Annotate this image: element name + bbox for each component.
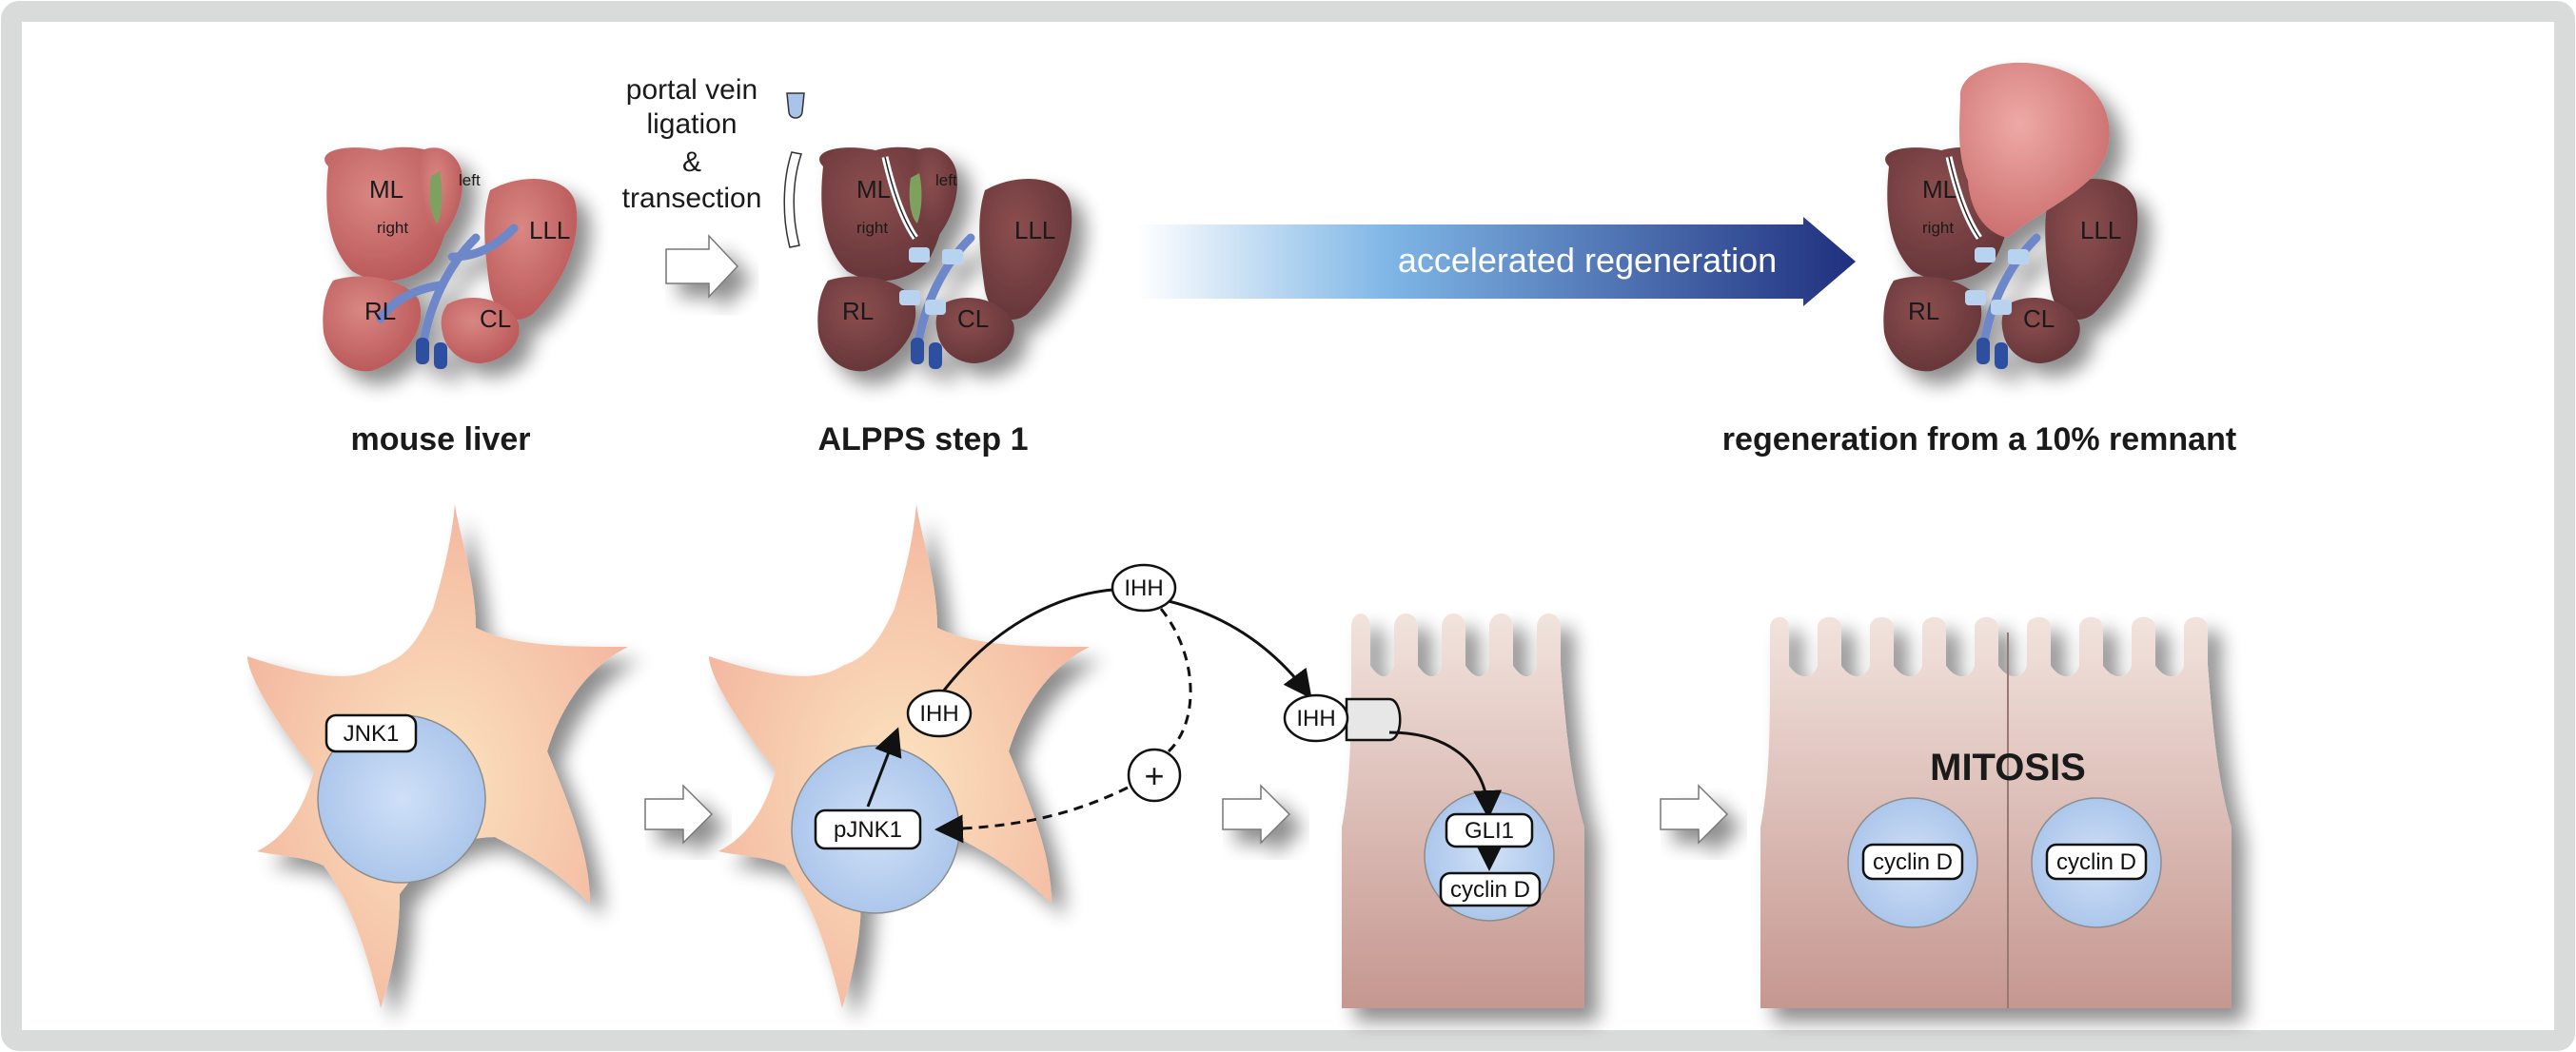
jnk1-node [324, 713, 418, 753]
ihh-bound-label: IHH [1296, 706, 1335, 731]
alpps-lobe-rl: RL [842, 297, 874, 325]
pjnk1-node [814, 808, 922, 850]
alpps-lobe-ml: ML [856, 175, 891, 204]
gli1-node [1445, 812, 1534, 848]
cyclin-d-node-hepatocyte [1439, 871, 1542, 907]
alpps-lobe-lll: LLL [1014, 216, 1055, 244]
arrow-ihh-to-receptor [1168, 599, 1312, 699]
dashed-autocrine-loop [1159, 608, 1192, 753]
regenerated-lobe-ml: ML [1922, 175, 1957, 204]
procedure-line-2: ligation [646, 108, 737, 140]
transition-arrow-1 [665, 234, 739, 299]
alpps-lobe-right: right [856, 219, 888, 237]
ihh-receptor [1345, 697, 1402, 742]
regenerated-lobe-cl: CL [2023, 304, 2055, 333]
ihh-node-secreted [1111, 563, 1177, 613]
transection-incision-icon [783, 151, 802, 248]
cyclin-d-right-label: cyclin D [2056, 849, 2136, 875]
pjnk1-label: pJNK1 [834, 817, 902, 843]
accelerated-regeneration-arrow [1137, 217, 1856, 306]
procedure-line-3: & [682, 146, 701, 178]
clip-icon [786, 92, 805, 119]
alpps-caption: ALPPS step 1 [817, 421, 1028, 458]
arrow-receptor-to-gli1 [1388, 731, 1503, 819]
arrow-pjnk1-to-ihh [866, 727, 902, 808]
transition-arrow-2 [644, 784, 714, 845]
mouse-liver-lobe-right: right [377, 219, 408, 237]
arrow-ihh-release [935, 588, 1114, 700]
mouse-liver-lobe-ml: ML [369, 175, 403, 204]
regenerated-lobe-rl: RL [1908, 297, 1939, 325]
transition-arrow-4 [1660, 784, 1729, 845]
accelerated-regeneration-label: accelerated regeneration [1398, 241, 1777, 280]
alpps-lobe-cl: CL [957, 304, 989, 333]
jnk1-label: JNK1 [344, 721, 400, 747]
regenerated-caption: regeneration from a 10% remnant [1722, 421, 2236, 458]
plus-label: + [1144, 756, 1164, 795]
regenerated-lobe-lll: LLL [2080, 216, 2121, 244]
cyclin-d-left-label: cyclin D [1873, 849, 1953, 875]
dashed-plus-to-pjnk1 [934, 786, 1129, 844]
alpps-liver-illustration [817, 146, 1072, 372]
procedure-line-4: transection [622, 183, 762, 214]
mouse-liver-lobe-rl: RL [364, 297, 396, 325]
transition-arrow-3 [1222, 784, 1291, 845]
mouse-liver-lobe-cl: CL [480, 304, 511, 333]
dividing-hepatocytes [1760, 616, 2232, 1008]
mouse-liver-caption: mouse liver [351, 421, 531, 458]
cyclin-d-node-right [2045, 843, 2148, 881]
mouse-liver-lobe-left: left [459, 171, 481, 189]
procedure-line-1: portal vein [626, 74, 757, 106]
cyclin-d-node-left [1861, 843, 1964, 881]
regenerated-lobe-right: right [1922, 219, 1954, 237]
plus-node [1127, 748, 1182, 803]
cyclin-d-hepatocyte-label: cyclin D [1450, 877, 1530, 903]
mitosis-label: MITOSIS [1930, 747, 2086, 789]
ihh-node-intracellular [906, 689, 973, 738]
mouse-liver-lobe-lll: LLL [529, 216, 570, 244]
gli1-label: GLI1 [1465, 818, 1514, 844]
alpps-lobe-left: left [935, 171, 957, 189]
ihh-intracellular-label: IHH [919, 701, 958, 727]
ihh-secreted-label: IHH [1124, 575, 1163, 601]
ihh-node-bound [1283, 693, 1349, 743]
regenerated-liver-illustration [1883, 62, 2138, 372]
mouse-liver-illustration [323, 146, 578, 372]
